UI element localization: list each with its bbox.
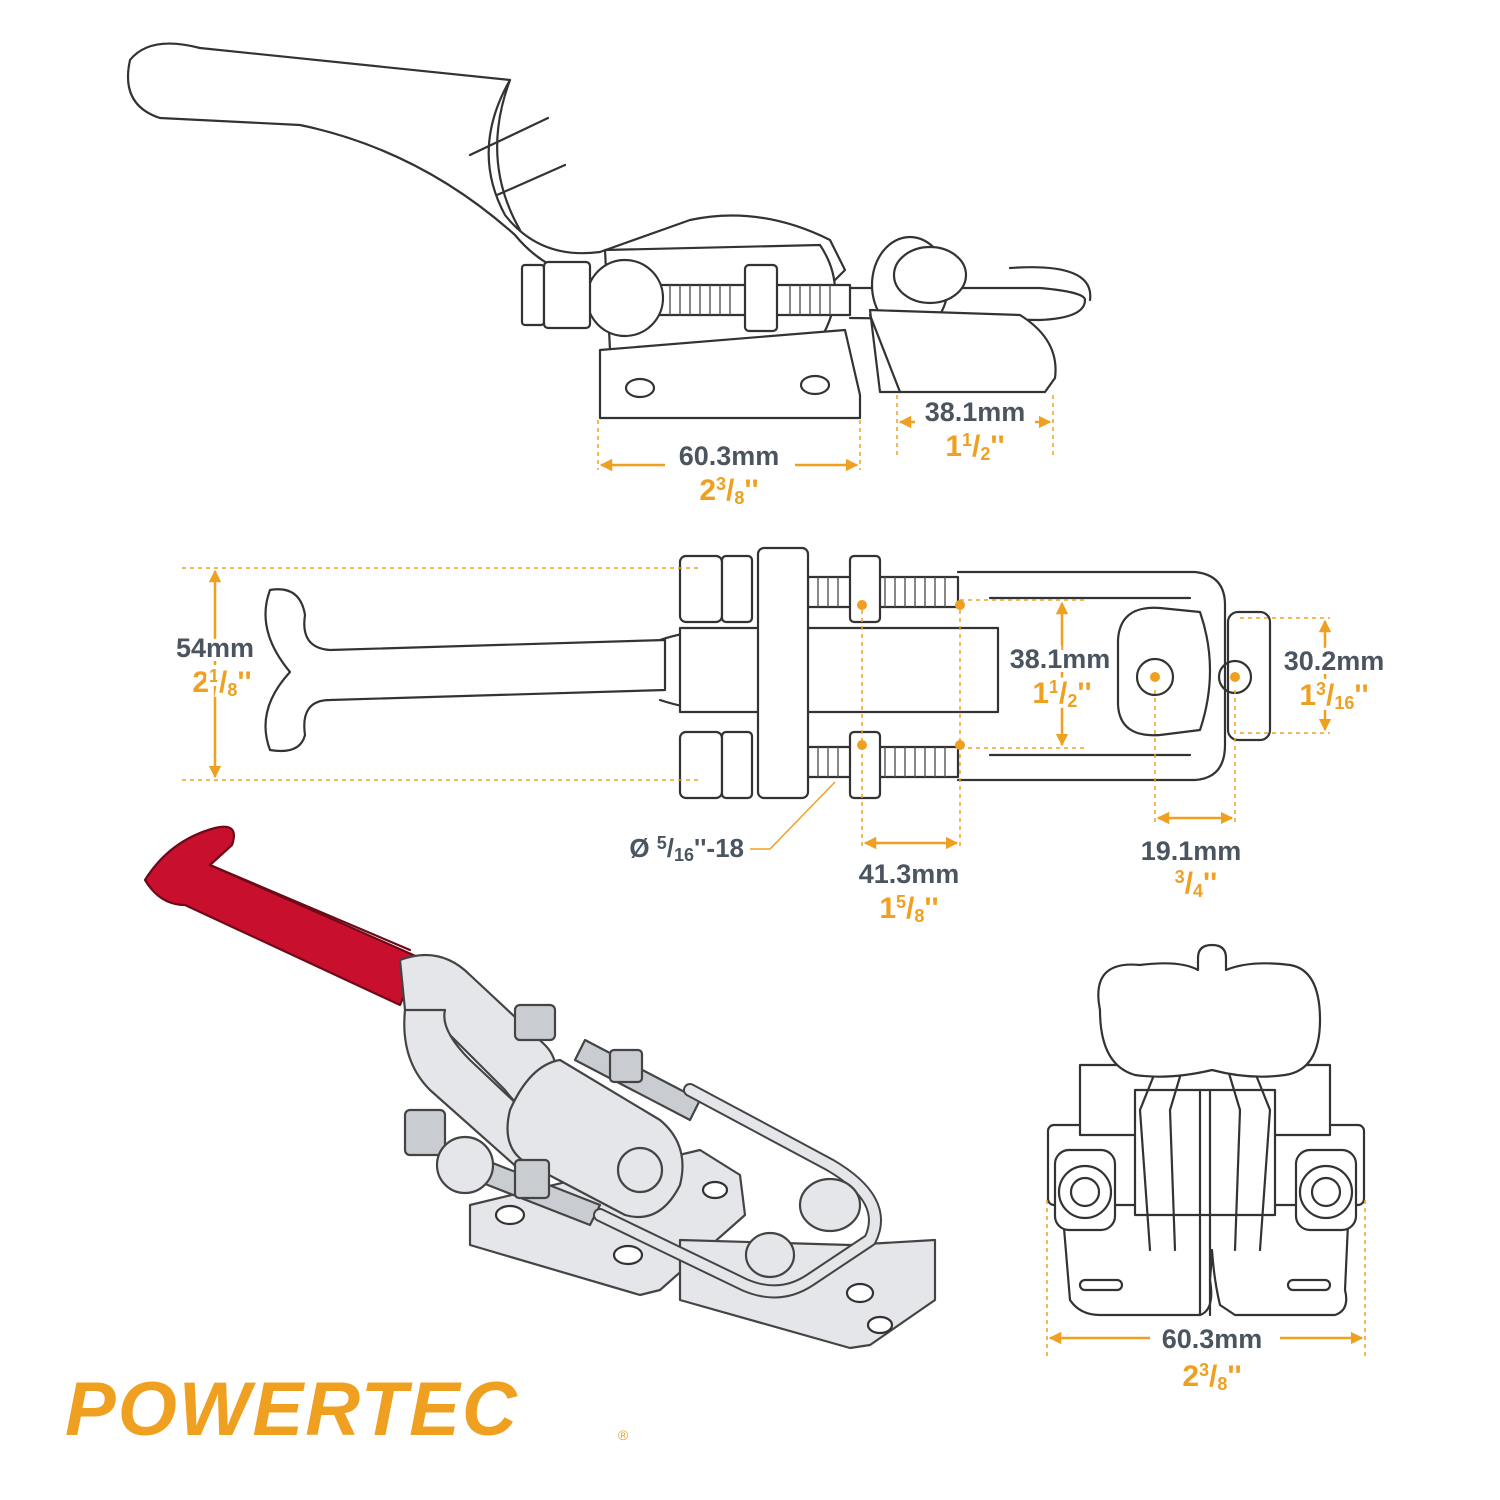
svg-text:38.1mm: 38.1mm <box>925 397 1026 427</box>
svg-text:11/2'': 11/2'' <box>1032 677 1091 711</box>
top-dim-38: 38.1mm 11/2'' <box>1006 640 1115 715</box>
top-dim-41: 41.3mm 15/8'' <box>859 859 960 926</box>
svg-text:54mm: 54mm <box>176 633 254 663</box>
svg-text:3/4'': 3/4'' <box>1175 867 1218 901</box>
svg-text:41.3mm: 41.3mm <box>859 859 960 889</box>
top-dim-54: 54mm 21/8'' <box>172 629 258 704</box>
side-dim-60: 60.3mm 23/8'' <box>665 438 795 508</box>
svg-text:®: ® <box>618 1427 629 1443</box>
svg-text:23/8'': 23/8'' <box>1182 1360 1241 1394</box>
svg-text:19.1mm: 19.1mm <box>1141 836 1242 866</box>
svg-text:23/8'': 23/8'' <box>699 474 758 508</box>
svg-text:POWERTEC: POWERTEC <box>65 1367 519 1452</box>
thread-callout-line <box>750 781 836 850</box>
svg-text:11/2'': 11/2'' <box>945 430 1004 464</box>
isometric-clamp-drawing <box>143 825 937 1350</box>
svg-text:38.1mm: 38.1mm <box>1010 644 1111 674</box>
front-view-drawing <box>1046 943 1366 1317</box>
powertec-logo: POWERTEC ® <box>65 1367 629 1452</box>
front-dim-60: 60.3mm 23/8'' <box>1150 1320 1280 1394</box>
top-dim-30: 30.2mm 13/16'' <box>1280 642 1389 717</box>
svg-text:60.3mm: 60.3mm <box>1162 1324 1263 1354</box>
svg-text:21/8'': 21/8'' <box>192 666 251 700</box>
red-handle-grip <box>143 825 422 1007</box>
top-view-drawing <box>264 546 1272 800</box>
top-dim-19: 19.1mm 3/4'' <box>1141 836 1242 901</box>
side-view-drawing <box>126 42 1092 420</box>
thread-spec: Ø 5/16''-18 <box>629 833 744 865</box>
svg-text:13/16'': 13/16'' <box>1299 679 1368 713</box>
svg-text:30.2mm: 30.2mm <box>1284 646 1385 676</box>
side-dim-38: 38.1mm 11/2'' <box>915 395 1035 464</box>
svg-text:60.3mm: 60.3mm <box>679 441 780 471</box>
svg-text:15/8'': 15/8'' <box>879 892 938 926</box>
svg-text:Ø 5/16''-18: Ø 5/16''-18 <box>629 833 744 865</box>
